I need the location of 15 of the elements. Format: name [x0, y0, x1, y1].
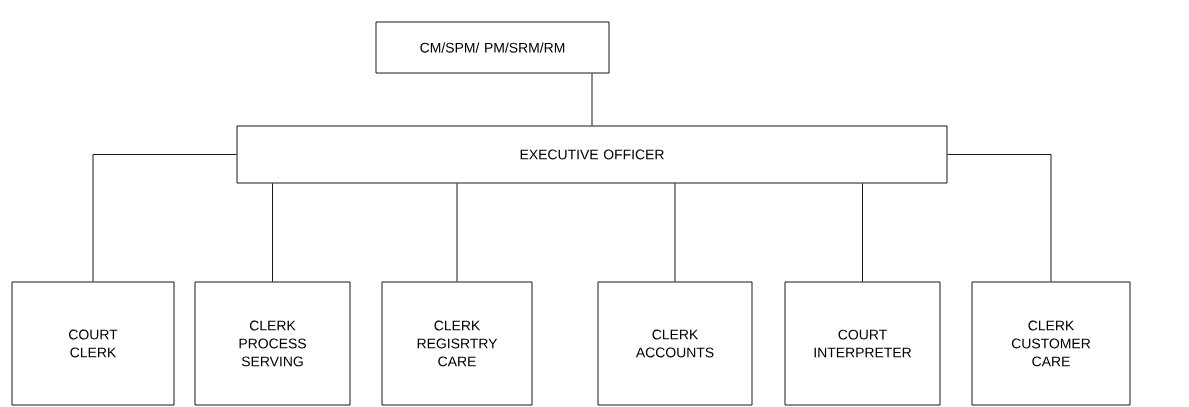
connector-line: [862, 183, 863, 282]
connector-line: [947, 154, 1052, 282]
org-box: COURT CLERK: [11, 281, 175, 406]
org-box: COURT INTERPRETER: [784, 281, 941, 406]
connector-line: [591, 73, 593, 126]
connector-line: [272, 183, 273, 282]
connector-line: [92, 154, 237, 282]
org-box: CLERK PROCESS SERVING: [194, 281, 351, 406]
org-box: CLERK ACCOUNTS: [597, 281, 753, 406]
org-box: EXECUTIVE OFFICER: [236, 125, 948, 184]
org-box: CLERK CUSTOMER CARE: [971, 281, 1131, 406]
connector-line: [674, 183, 676, 282]
connector-line: [456, 183, 458, 282]
org-box: CM/SPM/ PM/SRM/RM: [375, 21, 610, 74]
org-box: CLERK REGISRTRY CARE: [381, 281, 533, 406]
